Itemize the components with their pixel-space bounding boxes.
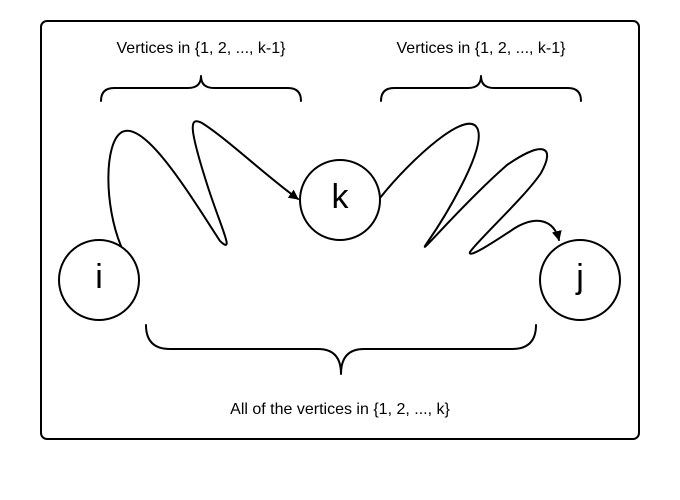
node-j-label: j	[575, 258, 584, 296]
left-subrange-caption: Vertices in {1, 2, ..., k-1}	[117, 40, 287, 57]
right-subrange-caption: Vertices in {1, 2, ..., k-1}	[397, 40, 567, 57]
node-j: j	[539, 239, 621, 321]
node-j-circle	[539, 239, 621, 321]
full-range-caption: All of the vertices in {1, 2, ..., k}	[230, 401, 450, 418]
left-subrange-brace	[100, 75, 302, 102]
node-i-label: i	[95, 258, 103, 296]
node-k-label: k	[332, 178, 350, 216]
full-range-brace	[145, 324, 537, 375]
right-subrange-brace	[380, 75, 582, 102]
node-k-circle	[299, 159, 381, 241]
path-k-to-j	[379, 122, 562, 255]
node-i-circle	[58, 239, 140, 321]
node-i: i	[58, 239, 140, 321]
path-i-to-k	[107, 120, 299, 247]
node-k: k	[299, 159, 381, 241]
